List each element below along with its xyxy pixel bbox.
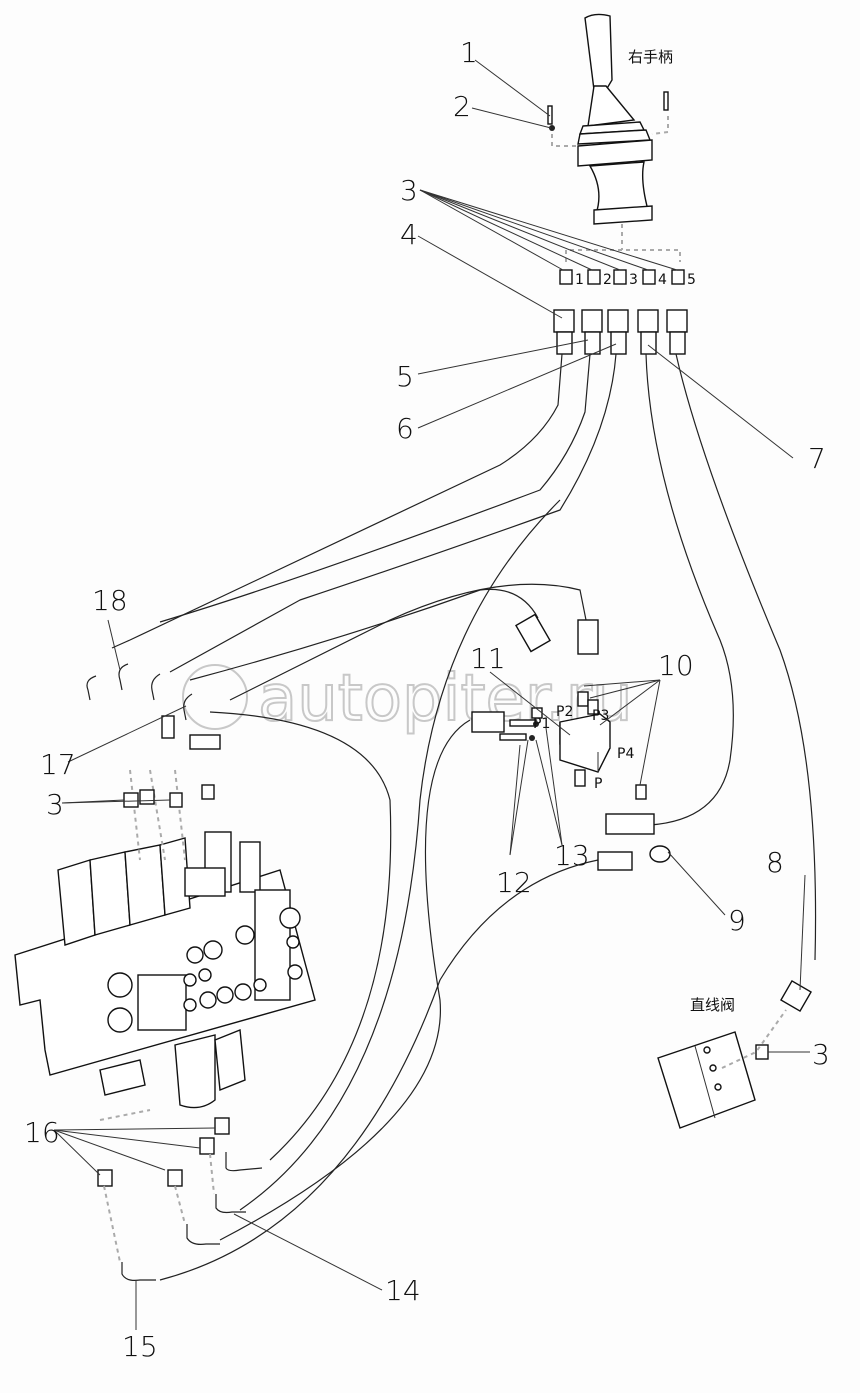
callout-18: 18 <box>92 584 128 617</box>
lower-fittings <box>86 663 263 1281</box>
callout-7: 7 <box>808 442 826 475</box>
port-number: 3 <box>629 272 638 288</box>
port-p3: P3 <box>592 708 609 724</box>
adapter-icon <box>642 269 656 285</box>
leader-lines <box>53 59 810 1330</box>
callout-13: 13 <box>554 839 590 872</box>
joystick-title: 右手柄 <box>628 48 673 66</box>
port-number: 4 <box>658 272 667 288</box>
port-p2: P2 <box>556 704 573 720</box>
adapter-icon <box>587 269 601 285</box>
callout-6: 6 <box>396 412 414 445</box>
callout-16: 16 <box>24 1116 60 1149</box>
adapter-icon <box>671 269 685 285</box>
callout-3: 3 <box>400 174 418 207</box>
adapter-icon <box>613 269 627 285</box>
port-number: 2 <box>603 272 612 288</box>
straight-valve: 直线阀 <box>657 980 812 1129</box>
watermark-logo-icon <box>182 664 248 730</box>
callout-3-left: 3 <box>46 788 64 821</box>
callout-4: 4 <box>400 218 418 251</box>
callout-8: 8 <box>766 846 784 879</box>
callout-12: 12 <box>496 866 532 899</box>
main-control-valve <box>14 831 316 1109</box>
callout-3-right: 3 <box>812 1038 830 1071</box>
callout-2: 2 <box>453 90 471 123</box>
callout-11: 11 <box>470 642 506 675</box>
joystick: 右手柄 <box>547 13 681 262</box>
straight-valve-title: 直线阀 <box>690 996 735 1014</box>
port-number: 1 <box>575 272 584 288</box>
port-number: 5 <box>687 272 696 288</box>
washer-icon <box>549 125 555 131</box>
callout-5: 5 <box>396 360 414 393</box>
port-p4: P4 <box>617 746 634 762</box>
callout-17: 17 <box>40 748 76 781</box>
top-adapters: 1 2 3 4 5 <box>553 269 696 355</box>
callout-10: 10 <box>658 649 694 682</box>
callout-9: 9 <box>728 904 746 937</box>
port-p: P <box>594 776 602 792</box>
port-p1: P1 <box>533 716 550 732</box>
adapter-icon <box>559 269 573 285</box>
callout-14: 14 <box>385 1274 421 1307</box>
callout-15: 15 <box>122 1330 158 1363</box>
hoses <box>111 353 817 1281</box>
connectors <box>189 613 671 871</box>
bolt-icon <box>663 91 669 111</box>
callout-1: 1 <box>460 36 478 69</box>
callouts: 1 2 3 4 5 6 7 8 9 10 11 12 13 14 15 16 1… <box>24 36 830 1363</box>
